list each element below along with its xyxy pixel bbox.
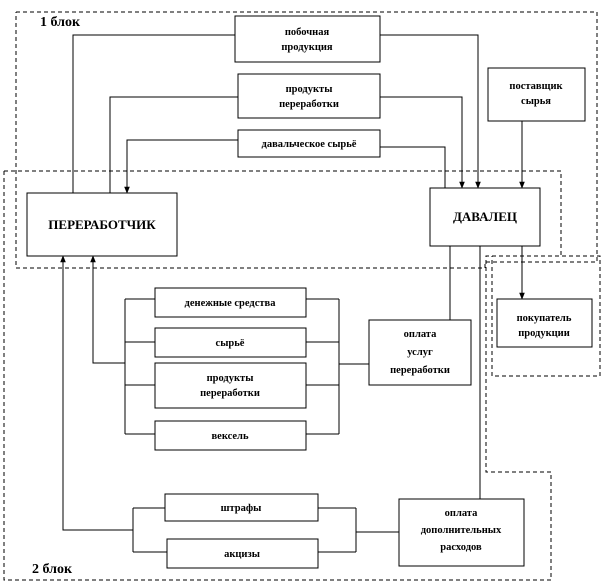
block1-boundary xyxy=(15,11,598,269)
arrow-products-client xyxy=(380,96,465,189)
node-byproduct: побочная продукция xyxy=(234,15,381,63)
arrow-rawmaterial-processor xyxy=(124,139,238,194)
products-line-2: переработки xyxy=(200,388,260,399)
node-money: денежные средства xyxy=(154,287,307,318)
block2-label: 2 блок xyxy=(32,562,73,577)
node-excises: акцизы xyxy=(166,538,319,569)
node-processed-products: продукты переработки xyxy=(237,73,381,119)
arrow-payments-processor xyxy=(90,255,125,364)
processor-label: ПЕРЕРАБОТЧИК xyxy=(48,217,156,232)
node-processor: ПЕРЕРАБОТЧИК xyxy=(26,192,178,257)
money-label: денежные средства xyxy=(185,298,277,309)
payment-services-line-2: услуг xyxy=(407,347,433,358)
node-raw: сырьё xyxy=(154,327,307,358)
node-payment-services: оплата услуг переработки xyxy=(368,319,472,386)
payment-extra-line-1: оплата xyxy=(445,508,478,519)
products-line-1: продукты xyxy=(207,373,254,384)
buyer-area-boundary xyxy=(491,255,601,377)
fines-label: штрафы xyxy=(221,503,262,514)
block2-boundary xyxy=(3,170,562,581)
node-supplier: поставщик сырья xyxy=(487,67,586,122)
raw-label: сырьё xyxy=(216,338,245,349)
node-products: продукты переработки xyxy=(154,362,307,409)
connectors xyxy=(60,34,525,553)
connector-processor-products xyxy=(109,96,238,193)
supplier-line-1: поставщик xyxy=(509,81,563,92)
byproduct-line-1: побочная xyxy=(285,27,330,38)
node-payment-extra: оплата дополнительных расходов xyxy=(398,498,525,567)
excises-label: акцизы xyxy=(224,549,260,560)
payment-services-line-1: оплата xyxy=(404,329,437,340)
buyer-line-2: продукции xyxy=(518,328,570,339)
payment-services-line-3: переработки xyxy=(390,365,450,376)
node-client-raw-material: давальческое сырьё xyxy=(237,129,381,158)
block1-label: 1 блок xyxy=(40,15,81,30)
node-client: ДАВАЛЕЦ xyxy=(429,187,541,247)
byproduct-line-2: продукция xyxy=(281,42,333,53)
payment-extra-line-3: расходов xyxy=(440,542,482,553)
client-raw-material-label: давальческое сырьё xyxy=(262,139,357,150)
client-label: ДАВАЛЕЦ xyxy=(453,209,517,224)
connector-client-rawmaterial xyxy=(380,146,446,188)
node-fines: штрафы xyxy=(164,493,319,522)
processed-products-line-1: продукты xyxy=(286,84,333,95)
supplier-line-2: сырья xyxy=(521,96,551,107)
node-bill: вексель xyxy=(154,420,307,451)
buyer-line-1: покупатель xyxy=(517,313,572,324)
arrow-byproduct-client xyxy=(380,34,481,189)
connector-processor-byproduct xyxy=(72,34,235,193)
payment-extra-line-2: дополнительных xyxy=(421,525,502,536)
arrow-extras-processor xyxy=(60,255,133,531)
processed-products-line-2: переработки xyxy=(279,99,339,110)
node-buyer: покупатель продукции xyxy=(496,298,593,348)
bill-label: вексель xyxy=(211,431,248,442)
